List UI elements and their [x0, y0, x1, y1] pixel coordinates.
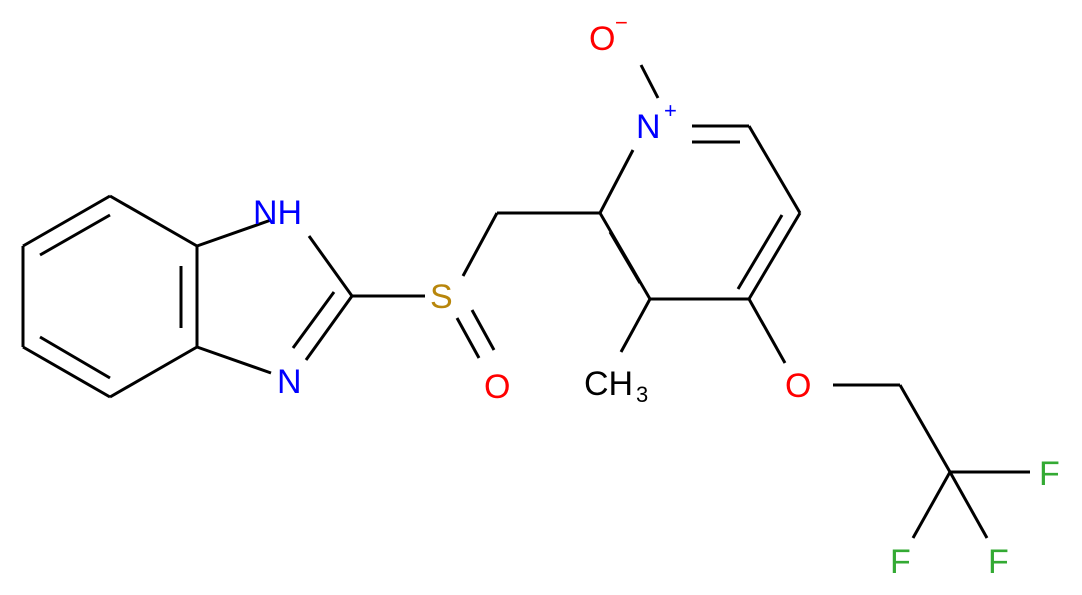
bond — [598, 149, 635, 214]
atom-nh: NH — [253, 194, 302, 232]
atom-fluorine-3: F — [988, 543, 1009, 581]
bond — [455, 317, 481, 359]
bond — [461, 212, 499, 277]
atom-ch3: CH — [584, 365, 633, 403]
bond — [747, 125, 802, 214]
pyridine-ring — [598, 64, 802, 301]
atom-fluorine-2: F — [890, 543, 911, 581]
bond — [307, 235, 354, 297]
atom-n-imidazole: N — [277, 363, 302, 401]
atom-oxygen-ether: O — [785, 367, 811, 405]
sulfinyl-linker — [352, 211, 600, 359]
bond — [39, 213, 111, 257]
charge-plus: + — [664, 98, 677, 123]
bond — [291, 291, 336, 349]
imidazole-ring — [196, 218, 354, 375]
substituents — [619, 298, 1030, 539]
bond — [736, 214, 784, 290]
bond — [470, 309, 496, 351]
bond — [196, 345, 272, 375]
atom-oxygen-sulfinyl: O — [484, 368, 510, 406]
atom-n-plus: N — [636, 108, 661, 146]
bond — [911, 471, 952, 539]
bond — [304, 295, 354, 361]
bond — [22, 194, 111, 248]
atom-fluorine-1: F — [1039, 455, 1060, 493]
atom-oxygen-minus: O — [589, 20, 615, 58]
bond — [639, 64, 660, 99]
bond — [898, 384, 952, 473]
bond — [196, 218, 272, 248]
bond — [619, 298, 652, 353]
bond — [22, 345, 111, 399]
atom-sulfur: S — [430, 278, 453, 316]
bond — [608, 231, 642, 284]
charge-minus: − — [615, 10, 628, 35]
bond — [39, 335, 111, 380]
bond — [109, 194, 198, 248]
benzene-ring — [21, 194, 199, 399]
bond — [747, 212, 802, 300]
bond — [747, 298, 787, 364]
bond — [109, 345, 198, 399]
bond — [948, 471, 989, 539]
atom-ch3-subscript: 3 — [636, 382, 648, 407]
